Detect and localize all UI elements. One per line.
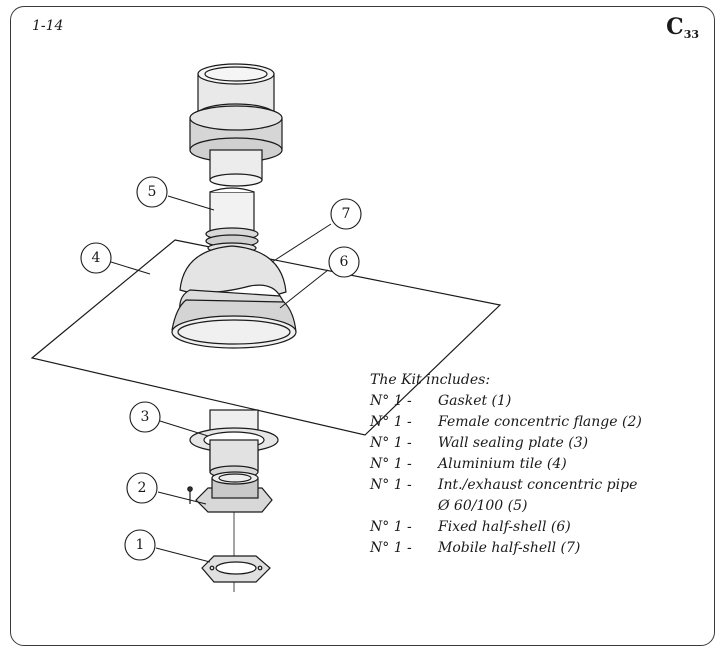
kit-item-prefix: N° 1 - <box>370 540 412 556</box>
kit-contents-list: The Kit includes: N° 1 - Gasket (1) N° 1 … <box>370 370 642 559</box>
kit-item-text: Int./exhaust concentric pipe <box>438 477 638 493</box>
kit-item-text: Wall sealing plate (3) <box>438 435 589 451</box>
kit-heading: The Kit includes: <box>370 372 491 388</box>
concentric-pipe <box>205 187 259 254</box>
figure-code-letter: C <box>666 14 684 40</box>
kit-item-text: Gasket (1) <box>438 393 512 409</box>
figure-code-subscript: 33 <box>683 28 699 41</box>
kit-item-text: Female concentric flange (2) <box>438 414 642 430</box>
kit-item: N° 1 - Gasket (1) <box>370 391 642 412</box>
callout-3 <box>129 401 161 433</box>
callout-7 <box>330 198 362 230</box>
callout-label-1: 1 <box>136 537 145 553</box>
figure-id: 1-14 <box>32 18 64 34</box>
wall-sealing-plate <box>189 427 279 479</box>
assembly-drawing: 5 7 4 6 3 2 1 <box>30 63 502 592</box>
kit-item: N° 1 - Female concentric flange (2) <box>370 412 642 433</box>
kit-item-prefix: N° 1 - <box>370 456 412 472</box>
callout-label-5: 5 <box>148 184 157 200</box>
gasket <box>201 555 271 583</box>
kit-item-text: Mobile half-shell (7) <box>438 540 581 556</box>
callout-5 <box>136 176 168 208</box>
kit-item: N° 1 - Fixed half-shell (6) <box>370 517 642 538</box>
callout-1 <box>124 529 156 561</box>
kit-item-continuation: Ø 60/100 (5) <box>438 498 528 514</box>
female-concentric-flange <box>187 471 273 513</box>
kit-item-prefix: N° 1 - <box>370 435 412 451</box>
kit-item-prefix: N° 1 - <box>370 477 412 493</box>
kit-item-prefix: N° 1 - <box>370 414 412 430</box>
terminal-cap <box>189 63 283 187</box>
kit-item-prefix: N° 1 - <box>370 519 412 535</box>
callout-label-7: 7 <box>342 206 351 222</box>
kit-item-prefix: N° 1 - <box>370 393 412 409</box>
callout-2 <box>126 472 158 504</box>
callout-4 <box>80 242 112 274</box>
callout-6 <box>328 246 360 278</box>
kit-item-text: Fixed half-shell (6) <box>438 519 571 535</box>
callout-label-2: 2 <box>138 480 147 496</box>
kit-item-text: Aluminium tile (4) <box>438 456 567 472</box>
fixed-half-shell <box>171 284 297 349</box>
figure-code: C33 <box>666 14 699 41</box>
kit-item: N° 1 - Int./exhaust concentric pipe <box>370 475 642 496</box>
kit-item: N° 1 - Mobile half-shell (7) <box>370 538 642 559</box>
kit-item: N° 1 - Wall sealing plate (3) <box>370 433 642 454</box>
callout-label-4: 4 <box>92 250 101 266</box>
kit-item: N° 1 - Aluminium tile (4) <box>370 454 642 475</box>
callout-label-6: 6 <box>340 254 349 270</box>
callout-label-3: 3 <box>141 409 150 425</box>
